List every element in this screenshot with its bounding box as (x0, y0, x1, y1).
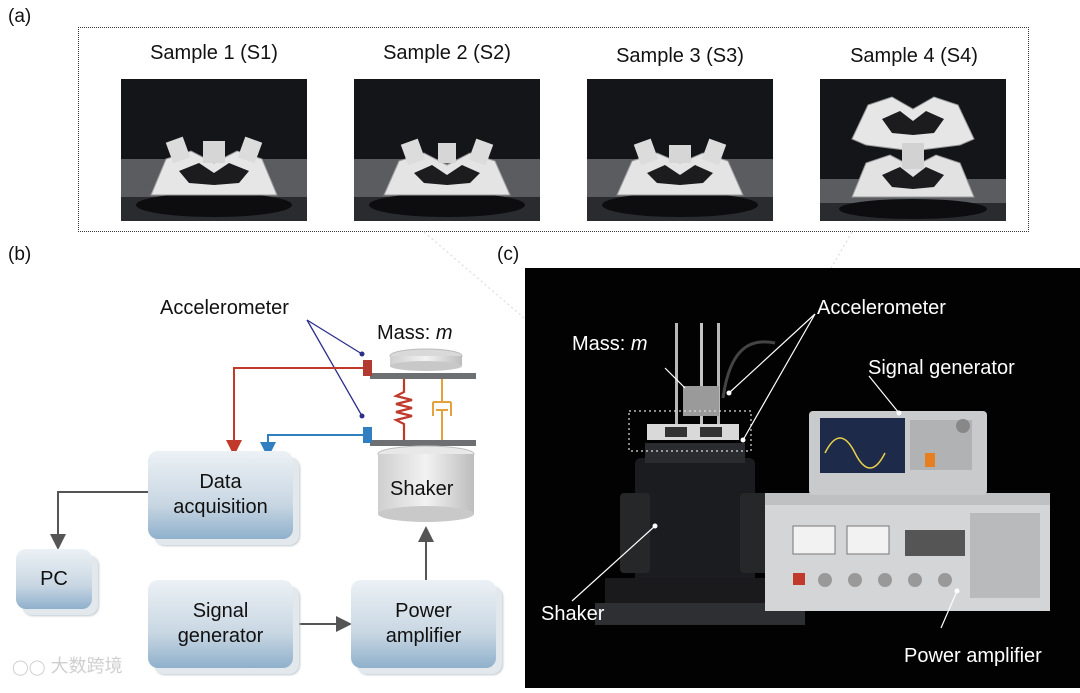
pc-label: PC (40, 567, 68, 590)
sample-title-3: Sample 3 (S3) (616, 45, 744, 67)
poweramp-line2: amplifier (385, 625, 462, 647)
signal-generator-box: Signal generator (148, 580, 293, 668)
schematic-accelerometer-label: Accelerometer (160, 297, 289, 319)
pc-box: PC (16, 549, 92, 609)
data-acquisition-box: Data acquisition (148, 451, 293, 539)
photo-mass-symbol: m (630, 333, 648, 355)
panel-label-c: (c) (497, 244, 520, 265)
setup-photo (525, 268, 1080, 688)
panel-label-a: (a) (8, 6, 32, 27)
photo-power-amplifier-label: Power amplifier (904, 645, 1042, 667)
daq-line2: acquisition (173, 496, 268, 518)
sample-title-2: Sample 2 (S2) (383, 42, 511, 64)
sample-photo-3 (587, 79, 773, 221)
samples-frame (78, 27, 1029, 232)
photo-mass-prefix: Mass: (572, 333, 631, 355)
sample-photo-2 (354, 79, 540, 221)
schematic-shaker-label: Shaker (390, 478, 454, 500)
photo-shaker-label: Shaker (541, 603, 605, 625)
sample-photo-1 (121, 79, 307, 221)
sample-title-4: Sample 4 (S4) (850, 45, 978, 67)
poweramp-line1: Power (395, 600, 452, 622)
sample-title-1: Sample 1 (S1) (150, 42, 278, 64)
schematic-svg (50, 319, 476, 632)
watermark-text: 大数跨境 (50, 656, 123, 676)
watermark: ◯◯ 大数跨境 (12, 656, 123, 676)
photo-signal-generator-label: Signal generator (868, 357, 1015, 379)
daq-line1: Data (199, 471, 242, 493)
siggen-line1: Signal (192, 600, 249, 622)
power-amplifier-box: Power amplifier (351, 580, 496, 668)
schematic-mass-label: Mass: m (377, 322, 453, 345)
mass-prefix: Mass: (377, 322, 436, 344)
photo-mass-label: Mass: m (572, 333, 648, 356)
panel-label-b: (b) (8, 244, 32, 265)
siggen-line2: generator (177, 625, 264, 647)
photo-accelerometer-label: Accelerometer (817, 297, 946, 319)
sample-photo-4 (820, 79, 1006, 221)
mass-symbol: m (435, 322, 453, 344)
